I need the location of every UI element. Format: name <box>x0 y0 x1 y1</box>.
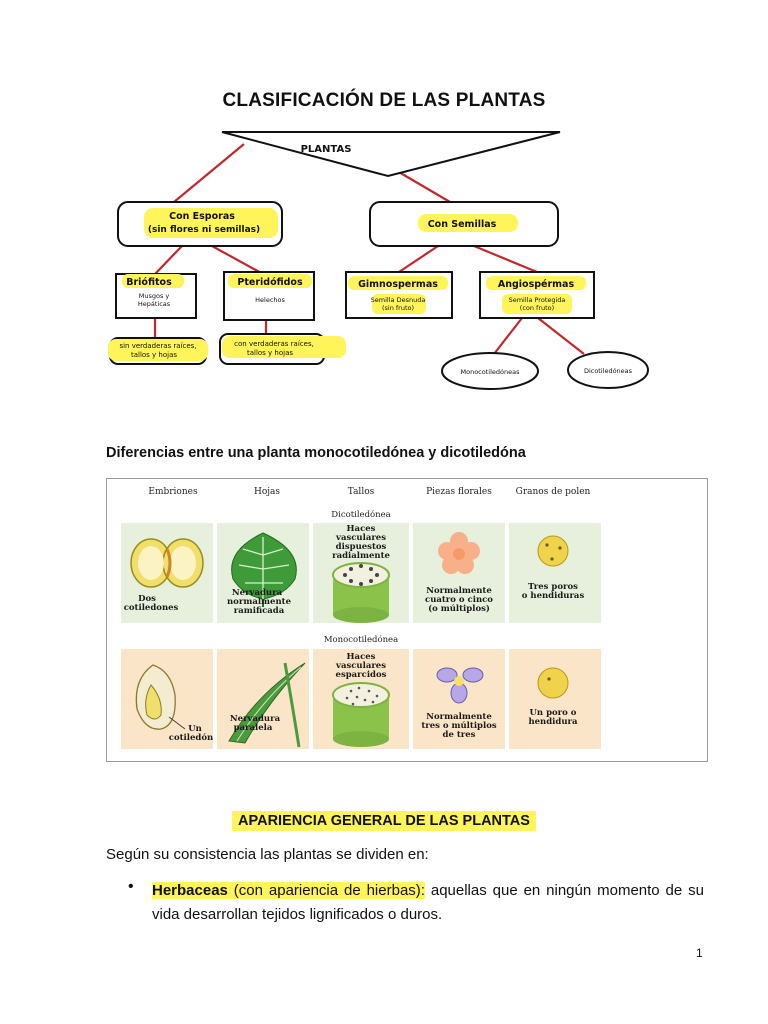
monocot-hoja-text-1: Nervadura <box>230 714 281 724</box>
header-granos-polen: Granos de polen <box>516 487 591 497</box>
monocot-polen-text-1: Un poro o <box>530 708 577 718</box>
bullet-term: Herbaceas <box>152 882 228 899</box>
briofitos-note-2: tallos y hojas <box>131 351 177 359</box>
page-title: CLASIFICACIÓN DE LAS PLANTAS <box>222 90 546 111</box>
pteridofitos-note-2: tallos y hojas <box>247 349 293 357</box>
pteridofitos-desc: Helechos <box>255 296 285 304</box>
dicot-hoja-text-2: normalmente <box>227 597 292 607</box>
monocot-flower-illustration <box>436 667 484 704</box>
angiospermas-desc-2: (con fruto) <box>520 304 554 312</box>
monocotiledoneas-label: Monocotiledóneas <box>461 368 521 376</box>
briofitos-label: Briófitos <box>126 277 172 288</box>
monocot-leaf-illustration <box>228 662 306 748</box>
header-piezas-florales: Piezas florales <box>426 487 492 497</box>
pteridofitos-label: Pteridófidos <box>237 277 303 288</box>
appearance-intro: Según su consistencia las plantas se div… <box>106 846 429 863</box>
monocot-pollen-illustration <box>537 667 569 699</box>
tree-connectors <box>153 143 585 355</box>
dicot-polen-text-1: Tres poros <box>528 582 578 592</box>
angiospermas-label: Angiospérmas <box>498 279 575 290</box>
esporas-label: Con Esporas <box>169 211 235 222</box>
monocot-embryo-illustration <box>135 664 186 730</box>
plantas-label: PLANTAS <box>301 144 352 155</box>
dicot-hoja-text-1: Nervadura <box>232 588 283 598</box>
differences-subtitle: Diferencias entre una planta monocotiled… <box>106 445 526 461</box>
dicotiledoneas-label: Dicotiledóneas <box>584 367 633 375</box>
monocot-hoja-text-2: paralela <box>234 723 273 733</box>
semillas-label: Con Semillas <box>428 219 497 230</box>
gimnospermas-desc-1: Semilla Desnuda <box>371 296 426 304</box>
dicot-leaf-illustration <box>231 532 297 607</box>
dicot-tallo-text-2: vasculares <box>335 533 386 543</box>
dicot-hoja-text-3: ramificada <box>234 606 285 616</box>
angiospermas-desc-1: Semilla Protegida <box>509 296 566 304</box>
dicot-pollen-illustration <box>537 535 569 567</box>
classification-diagram: .box { fill: #ffffff; stroke: #111; stro… <box>108 131 649 390</box>
monocot-tallo-text-1: Haces <box>347 652 376 662</box>
comparison-figure: .ser { font-family: "DejaVu Serif", seri… <box>106 478 708 762</box>
dicot-flor-text-3: (o múltiplos) <box>428 603 490 614</box>
esporas-sublabel: (sin flores ni semillas) <box>148 225 260 235</box>
monocot-stem-illustration <box>332 682 390 747</box>
dicot-tallo-text-4: radialmente <box>332 551 390 561</box>
gimnospermas-desc-2: (sin fruto) <box>382 304 414 312</box>
dicotiledoneas-node <box>567 351 649 389</box>
header-hojas: Hojas <box>254 487 280 497</box>
briofitos-desc-1: Musgos y <box>139 292 170 300</box>
bullet-paren: (con apariencia de hierbas): <box>233 882 425 899</box>
plantas-node <box>221 131 561 178</box>
appearance-heading: APARIENCIA GENERAL DE LAS PLANTAS <box>232 811 536 831</box>
monocot-embrion-text-1: Un <box>188 724 202 734</box>
bullet-description: aquellas que en ningún momento de su vid… <box>152 882 704 923</box>
gimnospermas-label: Gimnospermas <box>358 279 438 290</box>
monocot-polen-text-2: hendidura <box>528 717 578 727</box>
bullet-herbaceas: Herbaceas (con apariencia de hierbas): a… <box>152 879 704 927</box>
monocot-flor-text-2: tres o múltiplos <box>421 720 497 731</box>
dicot-flor-text-2: cuatro o cinco <box>425 595 493 605</box>
monocot-flor-text-1: Normalmente <box>426 712 492 722</box>
dicot-embrion-text-1: Dos <box>138 594 156 604</box>
monocot-label: Monocotiledónea <box>324 634 398 645</box>
dicot-embryo-illustration <box>130 538 204 588</box>
monocot-tallo-text-3: esparcidos <box>336 670 387 680</box>
dicot-flor-text-1: Normalmente <box>426 586 492 596</box>
bullet-marker: • <box>128 878 134 895</box>
comparison-svg: .ser { font-family: "DejaVu Serif", seri… <box>121 487 601 749</box>
monocotiledoneas-node <box>441 352 539 390</box>
header-tallos: Tallos <box>348 487 375 497</box>
dicot-tallo-text-1: Haces <box>347 524 376 534</box>
header-embriones: Embriones <box>148 487 198 497</box>
monocot-tallo-text-2: vasculares <box>335 661 386 671</box>
dicot-label: Dicotiledónea <box>331 509 390 520</box>
monocot-flor-text-3: de tres <box>443 730 476 740</box>
page-number: 1 <box>696 946 703 960</box>
dicot-flower-illustration <box>438 532 480 574</box>
dicot-embrion-text-2: cotiledones <box>124 603 179 613</box>
bullet-term-highlight: Herbaceas (con apariencia de hierbas): <box>152 882 425 899</box>
dicot-tallo-text-3: dispuestos <box>336 542 387 552</box>
dicot-polen-text-2: o hendiduras <box>522 591 585 601</box>
briofitos-note-1: sin verdaderas raíces, <box>119 342 196 350</box>
pteridofitos-note-1: con verdaderas raíces, <box>234 340 314 348</box>
appearance-heading-wrap: APARIENCIA GENERAL DE LAS PLANTAS <box>0 811 768 831</box>
briofitos-desc-2: Hepáticas <box>138 300 171 308</box>
dicot-stem-illustration <box>332 562 390 623</box>
monocot-embrion-text-2: cotiledón <box>169 732 213 743</box>
